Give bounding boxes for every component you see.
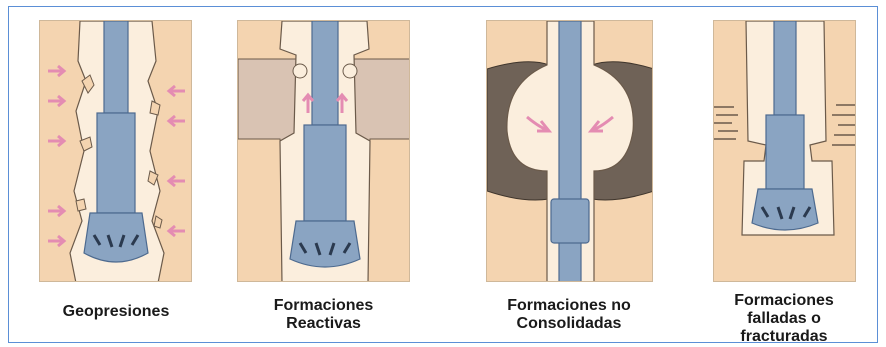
drill-bit [84, 213, 148, 262]
drill-collar [97, 113, 135, 213]
panel-formaciones-reactivas [237, 20, 410, 282]
drill-pipe [104, 21, 128, 113]
unconsolidated-formation-illustration [487, 21, 653, 282]
drill-collar [304, 125, 346, 221]
drill-collar [766, 115, 804, 189]
geopressure-illustration [40, 21, 192, 282]
panel-geopresiones [39, 20, 192, 282]
drill-pipe [312, 21, 338, 125]
figure-frame: Geopresiones Formaciones Reactivas Forma… [8, 6, 878, 343]
caption-formaciones-reactivas: Formaciones Reactivas [237, 297, 410, 333]
cuttings [293, 64, 307, 78]
stabilizer [551, 199, 589, 243]
cuttings [343, 64, 357, 78]
caption-formaciones-no-consolidadas: Formaciones no Consolidadas [479, 297, 659, 333]
panel-formaciones-no-consolidadas [486, 20, 653, 282]
reactive-formation-illustration [238, 21, 410, 282]
caption-formaciones-fracturadas: Formaciones falladas o fracturadas [709, 292, 859, 346]
fractured-formation-illustration [714, 21, 856, 282]
drill-pipe [774, 21, 796, 115]
caption-geopresiones: Geopresiones [31, 303, 201, 321]
panel-formaciones-fracturadas [713, 20, 856, 282]
